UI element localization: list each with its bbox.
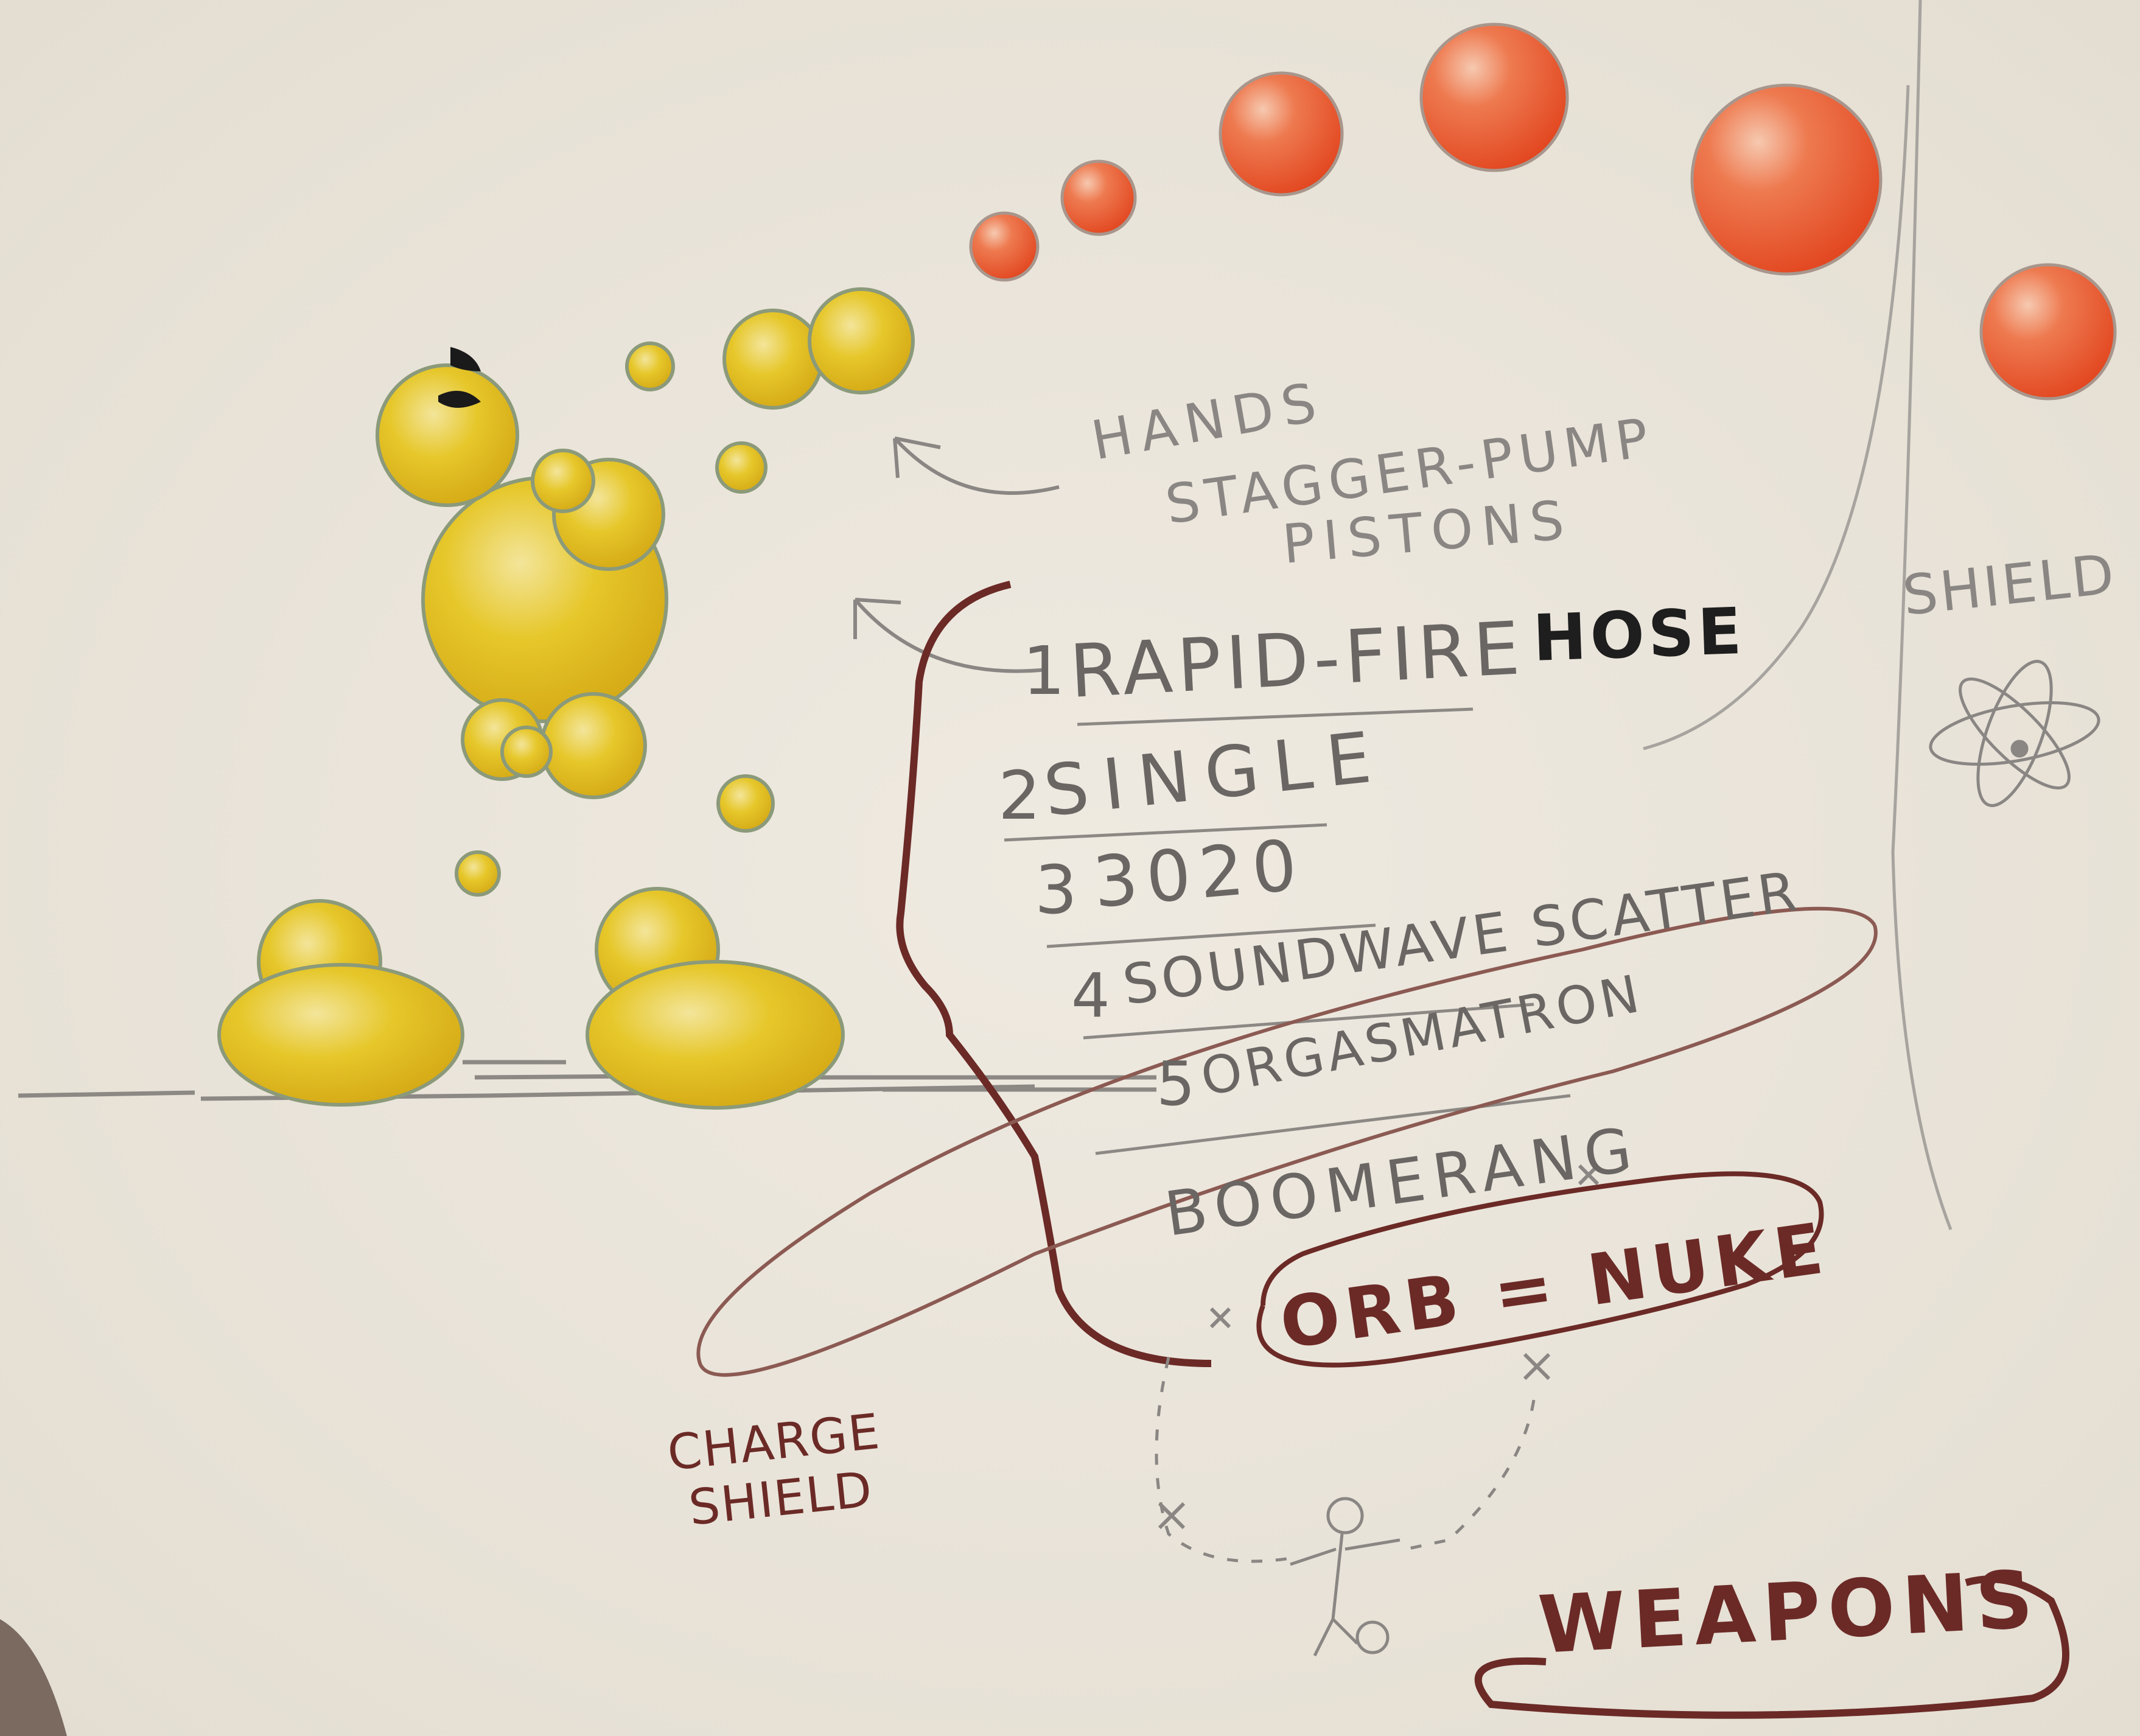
weapon-3-number: 3 — [1035, 851, 1077, 929]
weapons-brace — [896, 581, 1212, 1367]
weapon-2-number: 2 — [998, 757, 1041, 835]
weapon-1-number: 1 — [1023, 632, 1065, 710]
weapon-1-extra: HOSE — [1532, 594, 1747, 676]
margin-line — [1891, 0, 1953, 1230]
weapon-5-number: 5 — [1156, 1048, 1195, 1119]
atom-icon — [1929, 660, 2100, 807]
list-underlines — [1004, 707, 1571, 1155]
pencil-arc — [1643, 85, 1910, 751]
weapons-underline — [1474, 1575, 2069, 1719]
orb-nuke-loop — [1256, 1171, 1824, 1368]
ground-blob-left — [217, 899, 464, 1107]
weapon-4-number: 4 — [1071, 960, 1110, 1031]
orange-orbs — [969, 23, 2117, 401]
hands-arrow — [893, 436, 1060, 495]
weapon-3-label: 3020 — [1090, 824, 1309, 924]
charge-shield-loop — [696, 906, 1878, 1377]
rapid-fire-arrow — [853, 598, 1047, 673]
yellow-robot-sketch — [376, 287, 915, 897]
cross-marks — [1158, 1164, 1600, 1530]
robot-eye — [438, 347, 481, 408]
stick-figure — [1290, 1497, 1400, 1657]
ground-blob-right — [586, 887, 845, 1110]
nuke-trajectory — [1155, 1357, 1536, 1563]
finger-shadow — [0, 1619, 67, 1736]
